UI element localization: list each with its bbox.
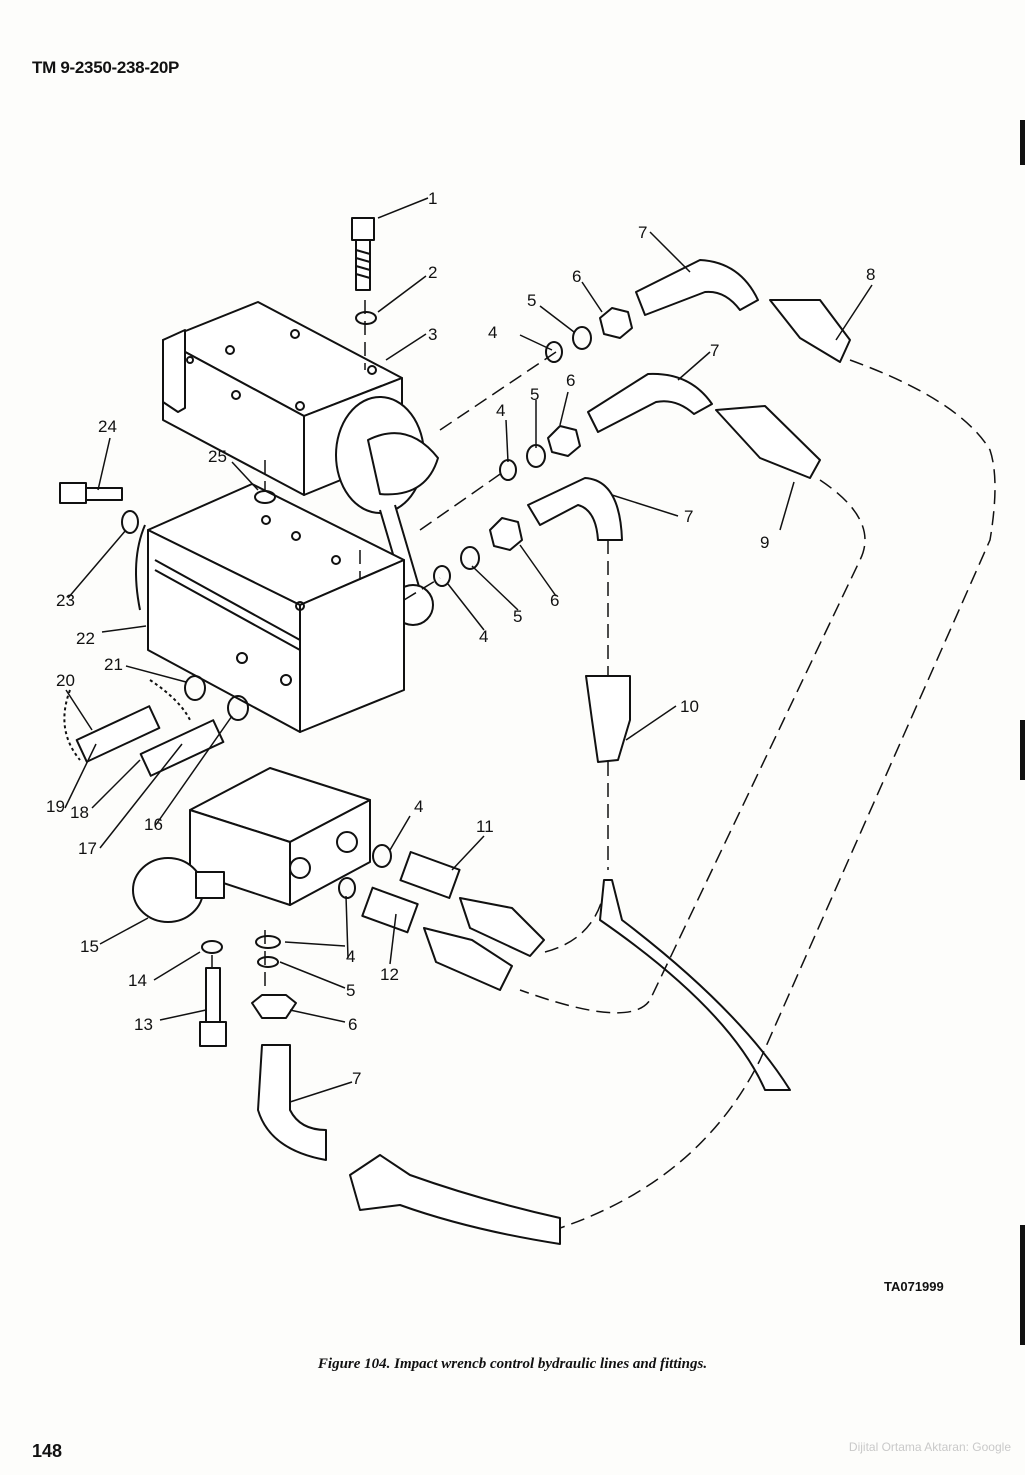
washer-2: [355, 311, 377, 325]
rigid-tube: [599, 879, 791, 1091]
callout-11: 11: [476, 817, 494, 836]
nuts-and-washers: [338, 307, 633, 899]
callout-5: 5: [513, 607, 522, 626]
digitization-watermark: Dijital Ortama Aktaran: Google: [848, 1440, 1011, 1454]
quick-disconnects: [63, 675, 249, 777]
valve-body: [135, 483, 405, 733]
callout-12: 12: [380, 965, 399, 984]
callout-4: 4: [488, 323, 497, 342]
scan-edge-mark: [1020, 1225, 1025, 1345]
callout-1: 1: [428, 189, 437, 208]
callout-7: 7: [638, 223, 647, 242]
callout-8: 8: [866, 265, 875, 284]
callout-4: 4: [479, 627, 488, 646]
callout-7: 7: [684, 507, 693, 526]
callout-10: 10: [680, 697, 699, 716]
callout-14: 14: [128, 971, 147, 990]
callout-5: 5: [530, 385, 539, 404]
callout-6: 6: [566, 371, 575, 390]
lower-hose: [349, 1154, 561, 1245]
callout-16: 16: [144, 815, 163, 834]
manifold-block: [189, 767, 371, 906]
callout-2: 2: [428, 263, 437, 282]
callout-25: 25: [208, 447, 227, 466]
bolt-13: [199, 967, 227, 1047]
callout-4: 4: [496, 401, 505, 420]
callout-3: 3: [428, 325, 437, 344]
manual-number: TM 9-2350-238-20P: [32, 58, 180, 77]
o-ring-25: [254, 490, 276, 504]
scan-edge-mark: [1020, 120, 1025, 165]
bolt-1: [351, 217, 375, 291]
callout-19: 19: [46, 797, 65, 816]
callout-22: 22: [76, 629, 95, 648]
callout-5: 5: [346, 981, 355, 1000]
knob-15: [132, 857, 225, 923]
callout-5: 5: [527, 291, 536, 310]
elbow-fittings: [257, 259, 759, 1161]
bolt-24: [59, 482, 123, 504]
figure-caption: Figure 104. Impact wrencb control bydrau…: [317, 1356, 708, 1372]
callout-4: 4: [346, 947, 355, 966]
callout-6: 6: [572, 267, 581, 286]
callout-7: 7: [352, 1069, 361, 1088]
callout-17: 17: [78, 839, 97, 858]
callout-24: 24: [98, 417, 117, 436]
figure-reference-code: TA071999: [884, 1279, 944, 1294]
callout-9: 9: [760, 533, 769, 552]
callout-7: 7: [710, 341, 719, 360]
callout-20: 20: [56, 671, 75, 690]
callout-6: 6: [348, 1015, 357, 1034]
callout-18: 18: [70, 803, 89, 822]
page-number: 148: [32, 1441, 63, 1461]
callout-23: 23: [56, 591, 75, 610]
callout-15: 15: [80, 937, 99, 956]
callout-21: 21: [104, 655, 123, 674]
callout-6: 6: [550, 591, 559, 610]
callout-13: 13: [134, 1015, 153, 1034]
scan-edge-mark: [1020, 720, 1025, 780]
hose-connectors: [361, 299, 851, 991]
washer-23: [121, 510, 139, 534]
lever-bell: [335, 396, 439, 626]
callout-4: 4: [414, 797, 423, 816]
